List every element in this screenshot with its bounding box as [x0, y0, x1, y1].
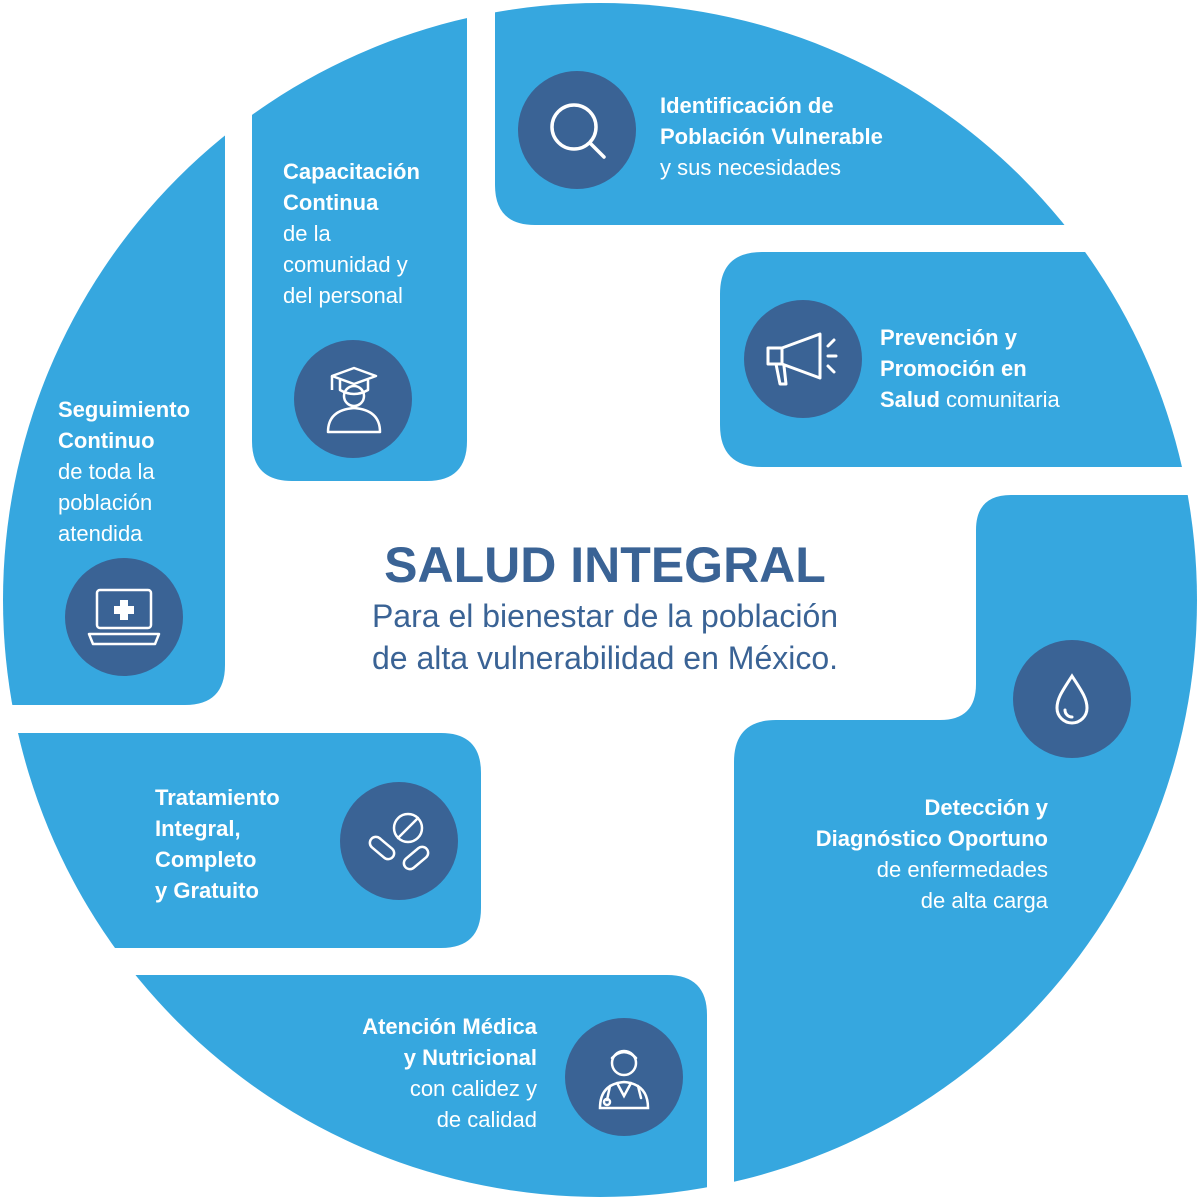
label-bold: y Gratuito: [155, 878, 259, 903]
label-normal: comunidad y: [283, 252, 408, 277]
label-bold: Diagnóstico Oportuno: [815, 826, 1048, 851]
label-bold: y Nutricional: [403, 1045, 537, 1070]
block-identificacion-text: Identificación de Población Vulnerable y…: [660, 90, 883, 183]
block-deteccion-text: Detección y Diagnóstico Oportuno de enfe…: [816, 792, 1048, 916]
label-bold: Identificación de: [660, 93, 834, 118]
label-bold: Prevención y: [880, 325, 1017, 350]
label-bold: Integral,: [155, 816, 241, 841]
label-normal: y sus necesidades: [660, 155, 841, 180]
laptop-medical-icon: [65, 558, 183, 676]
megaphone-icon: [744, 300, 862, 418]
label-normal: de enfermedades: [876, 857, 1048, 882]
label-bold: Capacitación: [283, 159, 420, 184]
label-bold: Continua: [283, 190, 379, 215]
label-normal: con calidez y: [409, 1076, 537, 1101]
center-heading: SALUD INTEGRAL Para el bienestar de la p…: [300, 535, 910, 679]
label-normal: de alta carga: [920, 888, 1048, 913]
label-normal: población: [58, 490, 153, 515]
block-capacitacion: [252, 3, 467, 481]
label-bold: Tratamiento: [155, 785, 280, 810]
graduate-icon: [294, 340, 412, 458]
label-normal: comunitaria: [939, 387, 1060, 412]
subtitle-line-1: Para el bienestar de la población: [371, 598, 839, 634]
label-normal: de calidad: [436, 1107, 537, 1132]
label-normal: del personal: [283, 283, 403, 308]
label-bold: Continuo: [58, 428, 155, 453]
main-title: SALUD INTEGRAL: [384, 537, 826, 593]
block-capacitacion-text: Capacitación Continua de la comunidad y …: [283, 156, 420, 311]
label-bold: Detección y: [924, 795, 1049, 820]
label-bold: Población Vulnerable: [660, 124, 883, 149]
doctor-icon: [565, 1018, 683, 1136]
label-bold: Seguimiento: [58, 397, 191, 422]
drop-icon: [1013, 640, 1131, 758]
block-seguimiento-text: Seguimiento Continuo de toda la població…: [58, 394, 190, 549]
label-normal: atendida: [58, 521, 143, 546]
pills-icon: [340, 782, 458, 900]
magnifier-icon: [518, 71, 636, 189]
block-tratamiento-text: Tratamiento Integral, Completo y Gratuit…: [155, 782, 280, 906]
label-bold: Completo: [155, 847, 257, 872]
block-atencion-text: Atención Médica y Nutricional con calide…: [362, 1011, 537, 1135]
block-prevencion: [720, 252, 1197, 467]
label-bold: Promoción en: [880, 356, 1027, 381]
label-bold: Atención Médica: [362, 1014, 537, 1039]
label-bold: Salud: [880, 387, 940, 412]
label-normal: de la: [283, 221, 331, 246]
block-tratamiento: [3, 733, 481, 948]
subtitle-line-2: de alta vulnerabilidad en México.: [371, 640, 839, 676]
block-prevencion-text: Prevención y Promoción en Salud comunita…: [880, 322, 1060, 415]
label-normal: de toda la: [58, 459, 155, 484]
